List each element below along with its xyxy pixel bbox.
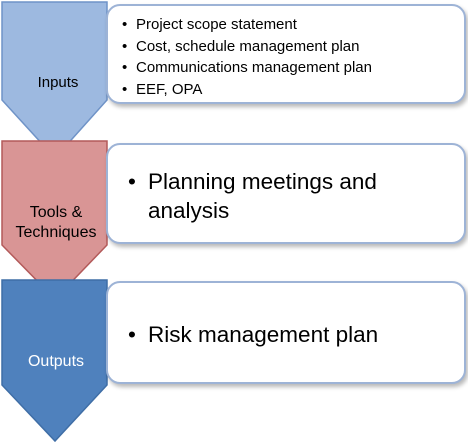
outputs-list: • Risk management plan — [128, 320, 464, 349]
list-item: • Project scope statement — [122, 14, 464, 36]
tools-box: • Planning meetings and analysis — [106, 143, 466, 244]
bullet-icon: • — [128, 169, 136, 194]
tools-chevron — [1, 140, 108, 301]
list-item-text: Communications management plan — [136, 59, 372, 76]
bullet-icon: • — [122, 16, 128, 33]
outputs-chevron — [1, 279, 108, 443]
inputs-list: • Project scope statement • Cost, schedule… — [122, 14, 464, 100]
tools-label-line1: Tools & — [29, 204, 83, 221]
bullet-icon: • — [122, 37, 128, 55]
list-item: • Cost, schedule management plan — [122, 36, 464, 58]
tools-label: Tools & Techniques — [6, 203, 106, 243]
list-item: • EEF, OPA — [122, 79, 464, 101]
tools-list: • Planning meetings and analysis — [128, 167, 464, 225]
outputs-label: Outputs — [6, 352, 106, 371]
list-item-text: EEF, OPA — [136, 80, 203, 98]
list-item: • Planning meetings and analysis — [128, 167, 464, 225]
inputs-box: • Project scope statement • Cost, schedule… — [106, 4, 466, 104]
inputs-label-text: Inputs — [37, 74, 79, 91]
list-item-text: Planning meetings and analysis — [148, 169, 377, 223]
bullet-icon: • — [122, 80, 128, 98]
outputs-box: • Risk management plan — [106, 281, 466, 384]
bullet-icon: • — [122, 59, 128, 76]
bullet-icon: • — [128, 322, 136, 347]
inputs-chevron — [1, 1, 108, 160]
list-item: • Risk management plan — [128, 320, 464, 349]
list-item-text: Risk management plan — [148, 322, 379, 347]
outputs-label-text: Outputs — [27, 353, 85, 370]
list-item: • Communications management plan — [122, 57, 464, 79]
inputs-label: Inputs — [18, 73, 98, 92]
tools-label-line2: Techniques — [15, 224, 97, 241]
list-item-text: Cost, schedule management plan — [136, 37, 360, 55]
list-item-text: Project scope statement — [136, 16, 297, 33]
